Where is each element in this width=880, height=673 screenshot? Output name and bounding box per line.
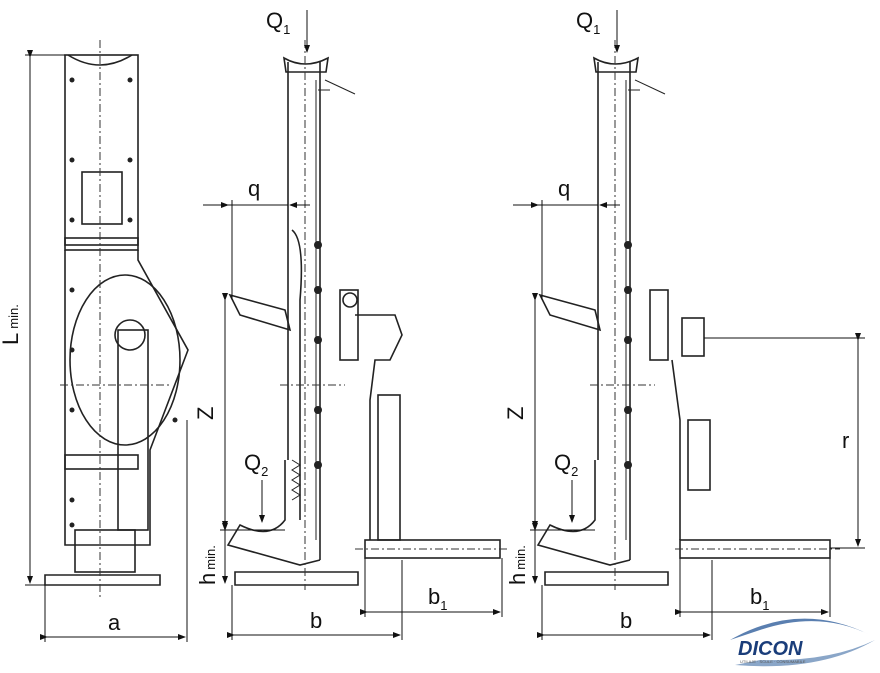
label-hmin: hmin. <box>505 545 530 585</box>
dimension-L: Lmin. <box>0 50 65 586</box>
label-Q1: Q1 <box>576 8 600 37</box>
label-q: q <box>248 176 260 201</box>
label-b1: b1 <box>750 584 769 613</box>
label-b: b <box>620 608 632 633</box>
label-b: b <box>310 608 322 633</box>
logo-tagline: UTILAJE · SCULE · CONSUMABILE <box>740 659 806 664</box>
front-view <box>44 40 189 600</box>
label-Q2: Q2 <box>554 450 578 479</box>
label-hmin: hmin. <box>195 545 220 585</box>
side-view-lever: Q1 q Z Q2 hmin. b b1 <box>193 8 510 640</box>
side-view-crank: Q1 q Z Q2 hmin. b b1 r <box>503 8 865 640</box>
label-Q1: Q1 <box>266 8 290 37</box>
label-Q2: Q2 <box>244 450 268 479</box>
label-L: Lmin. <box>0 304 23 345</box>
label-b1: b1 <box>428 584 447 613</box>
label-q: q <box>558 176 570 201</box>
dicon-logo: DICON UTILAJE · SCULE · CONSUMABILE <box>730 618 875 667</box>
label-Z: Z <box>193 407 218 420</box>
dimension-a: a <box>40 420 188 642</box>
label-a: a <box>108 610 121 635</box>
label-r: r <box>842 428 849 453</box>
logo-text: DICON <box>738 638 803 660</box>
label-Z: Z <box>503 407 528 420</box>
